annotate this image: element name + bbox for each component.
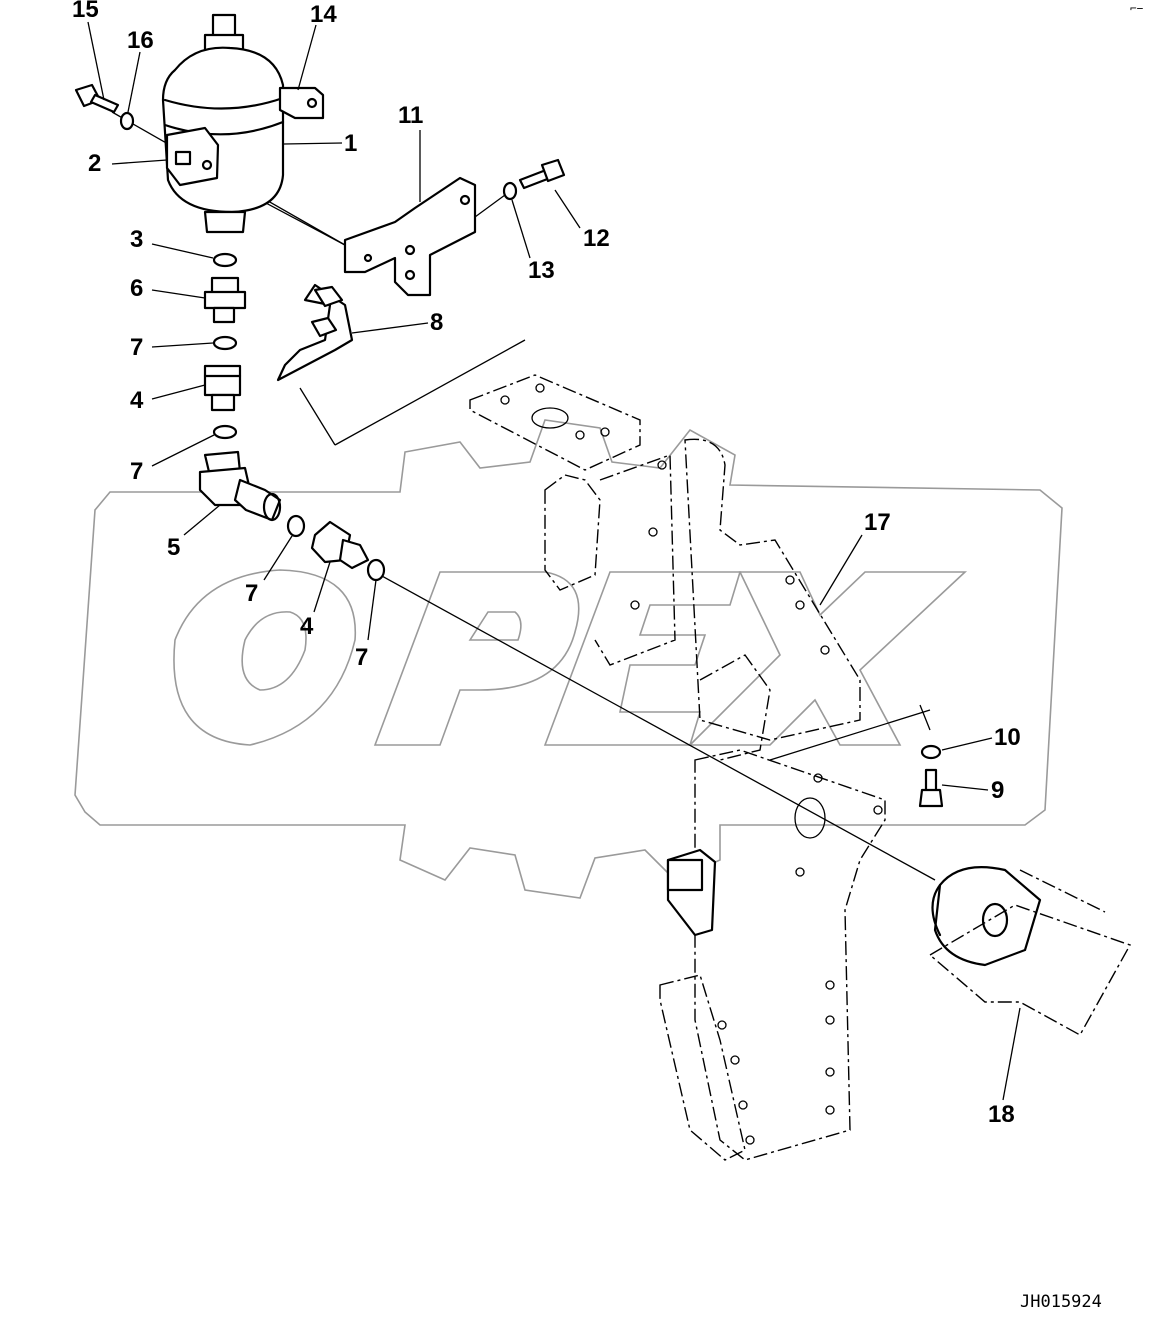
o-ring-7d bbox=[366, 558, 386, 582]
elbow-5 bbox=[198, 450, 282, 522]
callout-4-lower: 4 bbox=[300, 613, 314, 640]
callout-16: 16 bbox=[127, 27, 154, 54]
accumulator-1 bbox=[161, 13, 325, 234]
bolt-15 bbox=[74, 83, 120, 114]
callout-11: 11 bbox=[398, 102, 423, 129]
callout-7b: 7 bbox=[130, 458, 143, 485]
callout-17: 17 bbox=[864, 509, 891, 536]
o-ring-7a bbox=[212, 335, 238, 351]
adapter-4-lower bbox=[310, 520, 370, 570]
callout-9: 9 bbox=[991, 777, 1004, 804]
switch-6 bbox=[203, 276, 247, 324]
corner-mark: ⌐− bbox=[1130, 2, 1144, 15]
washer-13 bbox=[502, 181, 518, 201]
callout-7d: 7 bbox=[355, 644, 368, 671]
callout-7a: 7 bbox=[130, 334, 143, 361]
opex-watermark bbox=[74, 419, 1063, 899]
callout-3: 3 bbox=[130, 226, 143, 253]
callout-leaders bbox=[87, 21, 1021, 1101]
frame-17 bbox=[469, 374, 886, 1161]
o-ring-7c bbox=[286, 514, 306, 538]
washer-10 bbox=[920, 744, 942, 760]
callout-2: 2 bbox=[88, 150, 101, 177]
callout-18: 18 bbox=[988, 1101, 1015, 1128]
drawing-code: JH015924 bbox=[1020, 1292, 1102, 1312]
callout-7c: 7 bbox=[245, 580, 258, 607]
bolt-12 bbox=[518, 158, 566, 190]
callout-8: 8 bbox=[430, 309, 443, 336]
callout-10: 10 bbox=[994, 724, 1021, 751]
callout-5: 5 bbox=[167, 534, 180, 561]
callout-14: 14 bbox=[310, 1, 337, 28]
plate-8 bbox=[276, 283, 354, 382]
valve-18 bbox=[928, 866, 1132, 1036]
callout-12: 12 bbox=[583, 225, 610, 252]
callout-13: 13 bbox=[528, 257, 555, 284]
callout-15: 15 bbox=[72, 0, 99, 23]
leader-lines bbox=[111, 111, 936, 881]
callouts: 1 2 3 6 7 4 7 5 7 4 7 8 11 12 13 14 15 1… bbox=[72, 0, 1021, 1128]
washer-16 bbox=[119, 111, 135, 131]
callout-6: 6 bbox=[130, 275, 143, 302]
adapter-4-upper bbox=[203, 364, 242, 412]
bracket-11 bbox=[343, 176, 477, 297]
o-ring-3 bbox=[212, 252, 238, 268]
callout-4-upper: 4 bbox=[130, 387, 144, 414]
o-ring-7b bbox=[212, 424, 238, 440]
callout-1: 1 bbox=[344, 130, 357, 157]
bolt-9 bbox=[918, 768, 944, 808]
